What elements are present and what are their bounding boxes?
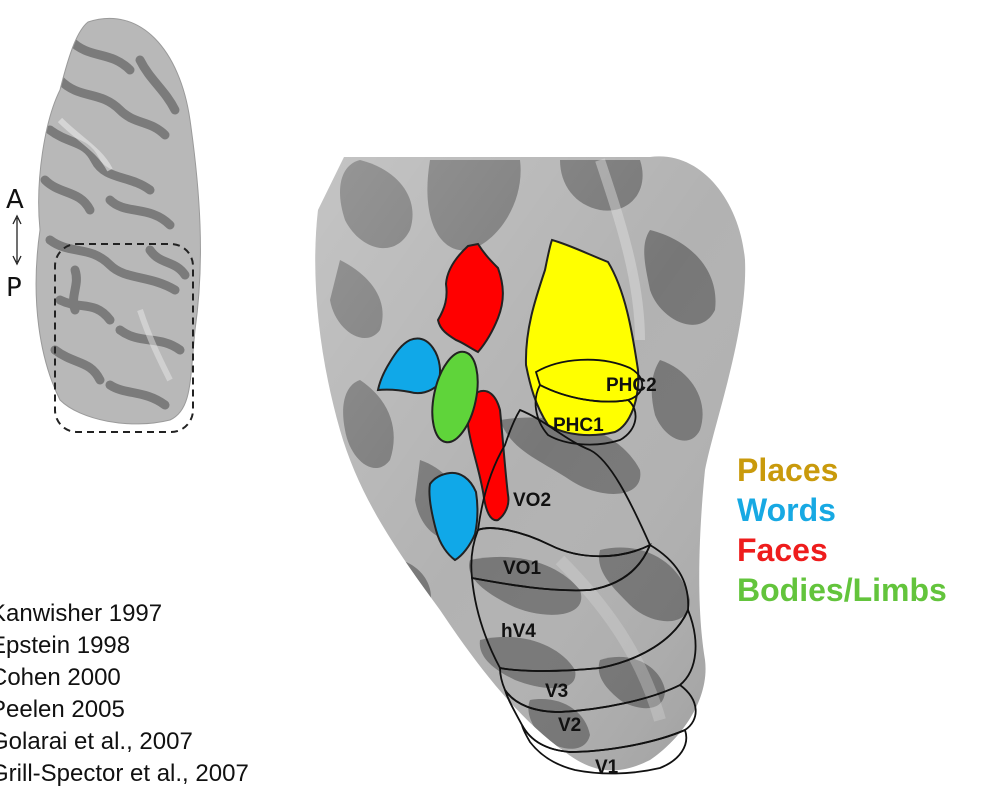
reference-item: Epstein 1998	[0, 630, 249, 662]
reference-item: Cohen 2000	[0, 662, 249, 694]
legend-item-words: Words	[737, 490, 947, 530]
legend-item-faces: Faces	[737, 530, 947, 570]
posterior-label: P	[6, 273, 22, 303]
region-label-v3: V3	[545, 681, 568, 702]
region-label-phc2: PHC2	[606, 375, 657, 396]
flat-shading	[300, 140, 760, 788]
reference-item: Golarai et al., 2007	[0, 726, 249, 758]
inflated-brain-view	[20, 0, 220, 440]
reference-list: Kanwisher 1997 Epstein 1998 Cohen 2000 P…	[0, 598, 249, 790]
region-label-v2: V2	[558, 715, 581, 736]
flattened-brain-view: PHC2 PHC1 VO2 VO1 hV4 V3 V2 V1	[300, 140, 760, 788]
region-label-v1: V1	[595, 757, 619, 778]
region-label-hv4: hV4	[501, 621, 536, 642]
legend-item-places: Places	[737, 450, 947, 490]
reference-item: Peelen 2005	[0, 694, 249, 726]
region-label-vo1: VO1	[503, 558, 541, 579]
category-legend: Places Words Faces Bodies/Limbs	[737, 450, 947, 610]
reference-item: Kanwisher 1997	[0, 598, 249, 630]
reference-item: Grill-Spector et al., 2007	[0, 758, 249, 790]
legend-item-bodies-limbs: Bodies/Limbs	[737, 570, 947, 610]
orientation-indicator: A P	[6, 185, 24, 303]
region-label-phc1: PHC1	[553, 415, 604, 436]
region-label-vo2: VO2	[513, 490, 551, 511]
anterior-label: A	[6, 185, 24, 215]
